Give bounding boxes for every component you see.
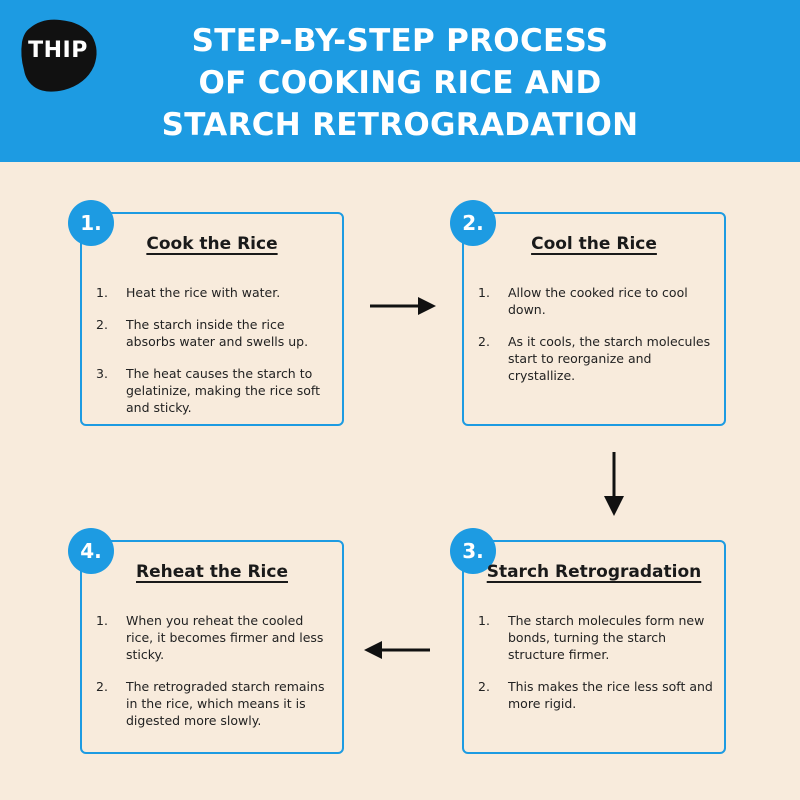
list-item: 1. The starch molecules form new bonds, … (478, 612, 714, 663)
step-card-cook: 1. Cook the Rice 1. Heat the rice with w… (68, 200, 344, 426)
card-title: Cool the Rice (531, 234, 657, 254)
logo-shape-icon (21, 19, 97, 92)
list-item: 1. When you reheat the cooled rice, it b… (96, 612, 332, 663)
list-item-number: 2. (96, 317, 108, 332)
step-number-badge: 4. (68, 528, 114, 574)
step-list: 1. Allow the cooked rice to cool down. 2… (478, 284, 714, 399)
list-item-number: 2. (96, 679, 108, 694)
list-item: 1. Heat the rice with water. (96, 284, 332, 301)
step-number-badge: 1. (68, 200, 114, 246)
list-item-text: When you reheat the cooled rice, it beco… (126, 613, 324, 662)
step-number-badge: 2. (450, 200, 496, 246)
list-item: 3. The heat causes the starch to gelatin… (96, 365, 332, 416)
card-title: Starch Retrogradation (486, 562, 702, 582)
list-item-number: 2. (478, 334, 490, 349)
title-line-1: STEP-BY-STEP PROCESS (191, 23, 609, 59)
card-title: Reheat the Rice (136, 562, 288, 582)
thip-logo: THIP (16, 18, 100, 94)
step-list: 1. When you reheat the cooled rice, it b… (96, 612, 332, 744)
list-item-text: Heat the rice with water. (126, 285, 281, 300)
arrow-left-icon (362, 640, 432, 660)
header-banner: THIP STEP-BY-STEP PROCESS OF COOKING RIC… (0, 0, 800, 162)
list-item-number: 2. (478, 679, 490, 694)
list-item: 2. As it cools, the starch molecules sta… (478, 333, 714, 384)
step-list: 1. Heat the rice with water. 2. The star… (96, 284, 332, 431)
card-title: Cook the Rice (146, 234, 278, 254)
list-item-number: 1. (478, 285, 490, 300)
page-title: STEP-BY-STEP PROCESS OF COOKING RICE AND… (100, 20, 700, 146)
list-item-text: The heat causes the starch to gelatinize… (126, 366, 320, 415)
list-item: 1. Allow the cooked rice to cool down. (478, 284, 714, 318)
title-line-3: STARCH RETROGRADATION (161, 107, 639, 143)
step-card-reheat: 4. Reheat the Rice 1. When you reheat th… (68, 528, 344, 754)
list-item-number: 1. (96, 285, 108, 300)
list-item-text: As it cools, the starch molecules start … (508, 334, 711, 383)
step-list: 1. The starch molecules form new bonds, … (478, 612, 714, 727)
step-card-retrogradation: 3. Starch Retrogradation 1. The starch m… (450, 528, 726, 754)
logo-text: THIP (28, 38, 88, 63)
list-item-number: 1. (96, 613, 108, 628)
list-item-text: The starch inside the rice absorbs water… (126, 317, 309, 349)
list-item: 2. The starch inside the rice absorbs wa… (96, 316, 332, 350)
list-item-number: 1. (478, 613, 490, 628)
list-item-text: Allow the cooked rice to cool down. (508, 285, 688, 317)
arrow-right-icon (368, 296, 438, 316)
arrow-down-icon (602, 450, 626, 518)
title-line-2: OF COOKING RICE AND (198, 65, 602, 101)
list-item-text: The retrograded starch remains in the ri… (126, 679, 325, 728)
list-item: 2. The retrograded starch remains in the… (96, 678, 332, 729)
list-item-number: 3. (96, 366, 108, 381)
list-item: 2. This makes the rice less soft and mor… (478, 678, 714, 712)
step-number-badge: 3. (450, 528, 496, 574)
step-card-cool: 2. Cool the Rice 1. Allow the cooked ric… (450, 200, 726, 426)
list-item-text: The starch molecules form new bonds, tur… (508, 613, 705, 662)
list-item-text: This makes the rice less soft and more r… (508, 679, 713, 711)
